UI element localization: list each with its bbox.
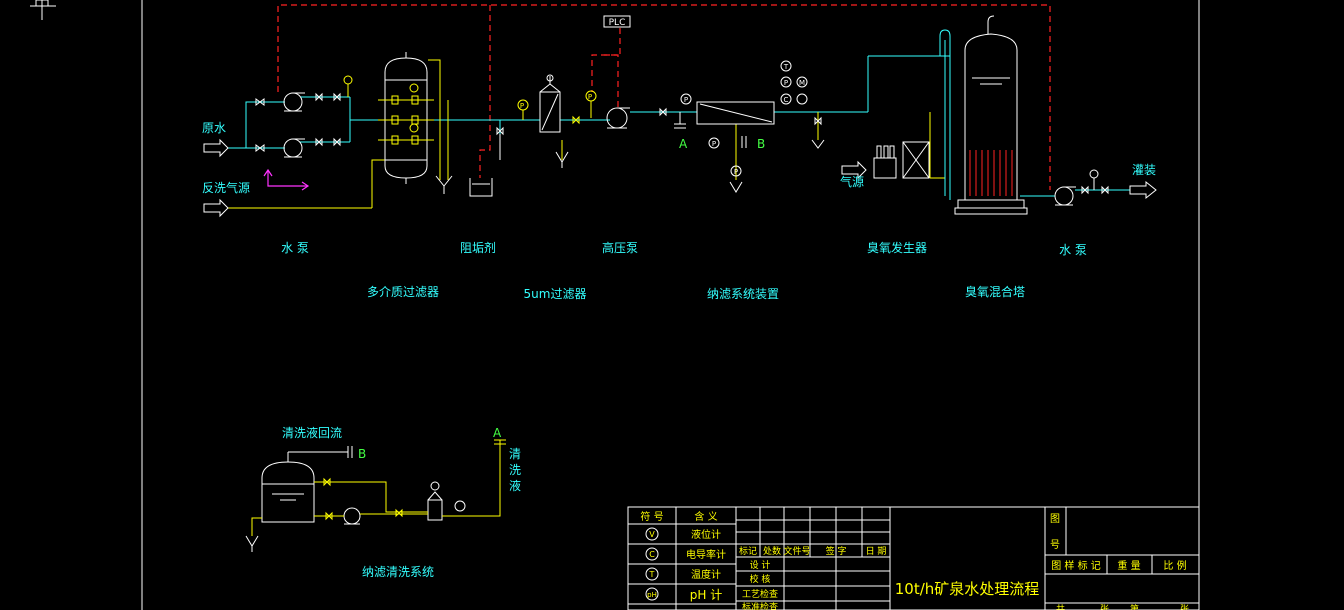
mixing-tower-coils (969, 150, 1013, 196)
tower-inlet-pipe (939, 29, 951, 200)
sheet-no-label: 第 (1130, 603, 1139, 610)
water-lines (228, 55, 1130, 197)
rev-header-date: 日 期 (866, 546, 887, 557)
ozone-mixing-tower-label: 臭氧混合塔 (965, 284, 1025, 299)
pressure-gauge-filter (517, 99, 529, 120)
nf-gauge-p2: P (712, 140, 716, 148)
role-design: 设 计 (750, 559, 771, 571)
air-lines (228, 40, 946, 209)
drain-funnel-1 (435, 175, 453, 194)
nf-gauge-p1: P (684, 96, 688, 104)
cleaning-system (245, 446, 466, 552)
point-b-label: B (757, 137, 765, 151)
title-block (735, 506, 1200, 610)
ozone-generator (841, 141, 930, 180)
cleaning-system-label: 纳滤清洗系统 (362, 565, 434, 579)
control-signal-lines (277, 4, 1051, 190)
legend-symbol-conductivity: C (649, 550, 655, 559)
raw-water-label: 原水 (202, 121, 226, 135)
outlet-water-pump (1054, 169, 1157, 206)
pressure-gauge-hp (572, 90, 597, 125)
cleaning-liquid-1: 清 (509, 447, 521, 461)
role-process-check: 工艺检查 (742, 588, 778, 600)
cleaning-liquid-3: 液 (509, 478, 521, 493)
high-pressure-pump-label: 高压泵 (602, 240, 638, 255)
antiscalant-dosing (469, 126, 504, 197)
legend-meaning-temperature: 温度计 (691, 568, 721, 581)
legend-symbol-ph: pH (647, 591, 657, 599)
nf-gauge-m: M (799, 79, 805, 87)
ozone-mixing-tower (954, 15, 1028, 215)
water-pump-lower (283, 138, 305, 158)
stage-header-weight: 重 量 (1117, 559, 1140, 572)
nf-gauge-p4: P (784, 79, 788, 87)
filter-gauge-tag: P (520, 102, 524, 110)
sheet-total-label: 共 (1056, 604, 1065, 610)
micron-filter-label: 5um过滤器 (524, 287, 587, 301)
nf-gauge-p3: P (734, 168, 738, 176)
cleaning-return-label: 清洗液回流 (282, 425, 342, 440)
sheet-total-unit: 张 (1100, 604, 1109, 610)
cleaning-liquid-2: 洗 (509, 463, 521, 477)
plc-box (603, 15, 631, 28)
legend-symbol-temperature: T (649, 570, 655, 579)
water-pump-1-label: 水 泵 (281, 241, 309, 255)
point-a-label: A (679, 137, 688, 151)
rev-header-sign: 签 字 (826, 545, 847, 557)
legend-meaning-level: 液位计 (691, 528, 721, 541)
rev-header-count: 处数 (763, 545, 781, 557)
water-pump-2-label: 水 泵 (1059, 243, 1087, 257)
drawing-no-label-2: 号 (1050, 539, 1060, 551)
pump-valves (255, 92, 341, 152)
drawing-no-label-1: 图 (1050, 513, 1060, 525)
rev-header-doc: 文件号 (783, 545, 810, 557)
pressure-gauge-pump (343, 75, 353, 97)
filter-valves (378, 83, 434, 145)
cleaning-b-label: B (358, 447, 366, 461)
sheet-no-unit: 张 (1180, 604, 1189, 610)
legend-meaning-conductivity: 电导率计 (686, 548, 726, 561)
nanofiltration-label: 纳滤系统装置 (707, 287, 779, 301)
nf-instruments (680, 60, 825, 177)
water-pump-upper (283, 92, 305, 112)
magenta-arrow (263, 168, 310, 191)
legend-symbol-level: V (649, 530, 655, 539)
drawing-title: 10t/h矿泉水处理流程 (895, 580, 1040, 598)
micron-filter (539, 74, 569, 168)
stage-header-scale: 比 例 (1163, 559, 1186, 572)
plc-label: PLC (609, 18, 626, 28)
stage-header-mark: 图 样 标 记 (1051, 559, 1101, 572)
raw-water-inlet (203, 138, 229, 158)
multi-media-filter (384, 52, 428, 184)
legend-meaning-ph: pH 计 (690, 588, 722, 602)
corner-mark (30, 0, 56, 20)
antiscalant-label: 阻垢剂 (460, 240, 496, 255)
role-check: 校 核 (750, 573, 771, 585)
ozone-generator-label: 臭氧发生器 (867, 240, 927, 255)
high-pressure-pump (606, 107, 630, 129)
legend-table (627, 506, 737, 610)
nf-gauge-c: C (784, 96, 789, 104)
cleaning-lines (251, 439, 506, 536)
legend-header-meaning: 含 义 (694, 510, 717, 523)
legend-header-symbol: 符 号 (640, 510, 663, 523)
filling-label: 灌装 (1132, 163, 1156, 177)
nf-gauge-t: T (783, 63, 789, 71)
backwash-air-label: 反洗气源 (202, 180, 250, 195)
backwash-air-inlet (203, 198, 229, 218)
drawing-frame (141, 0, 1200, 610)
gas-source-label: 气源 (840, 174, 864, 189)
hp-gauge-tag: P (588, 93, 592, 101)
cleaning-a-label: A (493, 426, 502, 440)
rev-header-mark: 标记 (739, 545, 757, 557)
role-standard-check: 标准检查 (742, 601, 778, 610)
multi-media-filter-label: 多介质过滤器 (367, 285, 439, 299)
nanofiltration-unit (659, 101, 775, 193)
